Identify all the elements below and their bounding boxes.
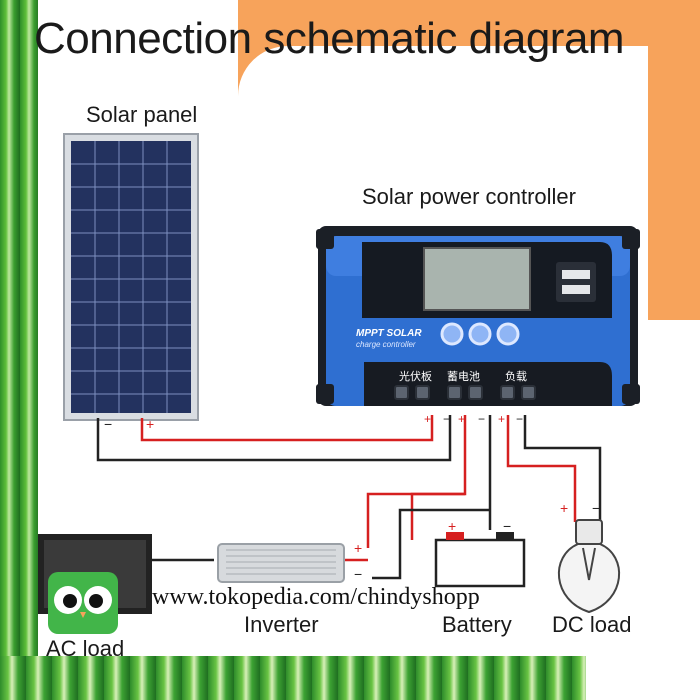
ctrl-load-minus: − xyxy=(516,412,524,426)
solar-panel-label: Solar panel xyxy=(86,102,198,127)
load-plus-sign: + xyxy=(560,500,569,516)
inverter xyxy=(217,543,345,583)
ctrl-pv-minus: − xyxy=(443,412,451,426)
controller-subtitle: charge controller xyxy=(356,340,416,349)
inverter-plus-sign: + xyxy=(354,540,363,556)
dc-load-bulb xyxy=(557,519,621,614)
panel-minus-sign: − xyxy=(104,416,113,432)
battery-label: Battery xyxy=(442,612,512,637)
inverter-minus-sign: − xyxy=(354,566,363,582)
ctrl-load-plus: + xyxy=(498,412,506,426)
watermark-url: www.tokopedia.com/chindyshopp xyxy=(152,584,480,610)
dc-load-label: DC load xyxy=(552,612,632,637)
panel-plus-sign: + xyxy=(146,416,155,432)
ctrl-pv-plus: + xyxy=(424,412,432,426)
charge-controller xyxy=(316,226,640,406)
battery xyxy=(434,532,526,588)
ac-load-label: AC load xyxy=(46,636,125,661)
controller-label: Solar power controller xyxy=(362,184,576,209)
diagram-title: Connection schematic diagram xyxy=(34,14,625,63)
terminal-label-load: 负载 xyxy=(505,371,527,383)
green-background-bottom xyxy=(0,656,586,700)
inverter-label: Inverter xyxy=(244,612,319,637)
terminal-label-pv: 光伏板 xyxy=(399,371,432,383)
white-corner xyxy=(586,656,700,700)
controller-brand: MPPT SOLAR xyxy=(356,328,422,339)
watermark-logo xyxy=(48,572,118,634)
load-minus-sign: − xyxy=(592,500,601,516)
wiring xyxy=(96,415,602,580)
ctrl-bat-plus: + xyxy=(458,412,466,426)
solar-panel xyxy=(63,133,199,421)
terminal-label-battery: 蓄电池 xyxy=(447,371,480,383)
green-background-left xyxy=(0,0,38,700)
ctrl-bat-minus: − xyxy=(478,412,486,426)
battery-plus-sign: + xyxy=(448,518,457,534)
battery-minus-sign: − xyxy=(503,518,512,534)
